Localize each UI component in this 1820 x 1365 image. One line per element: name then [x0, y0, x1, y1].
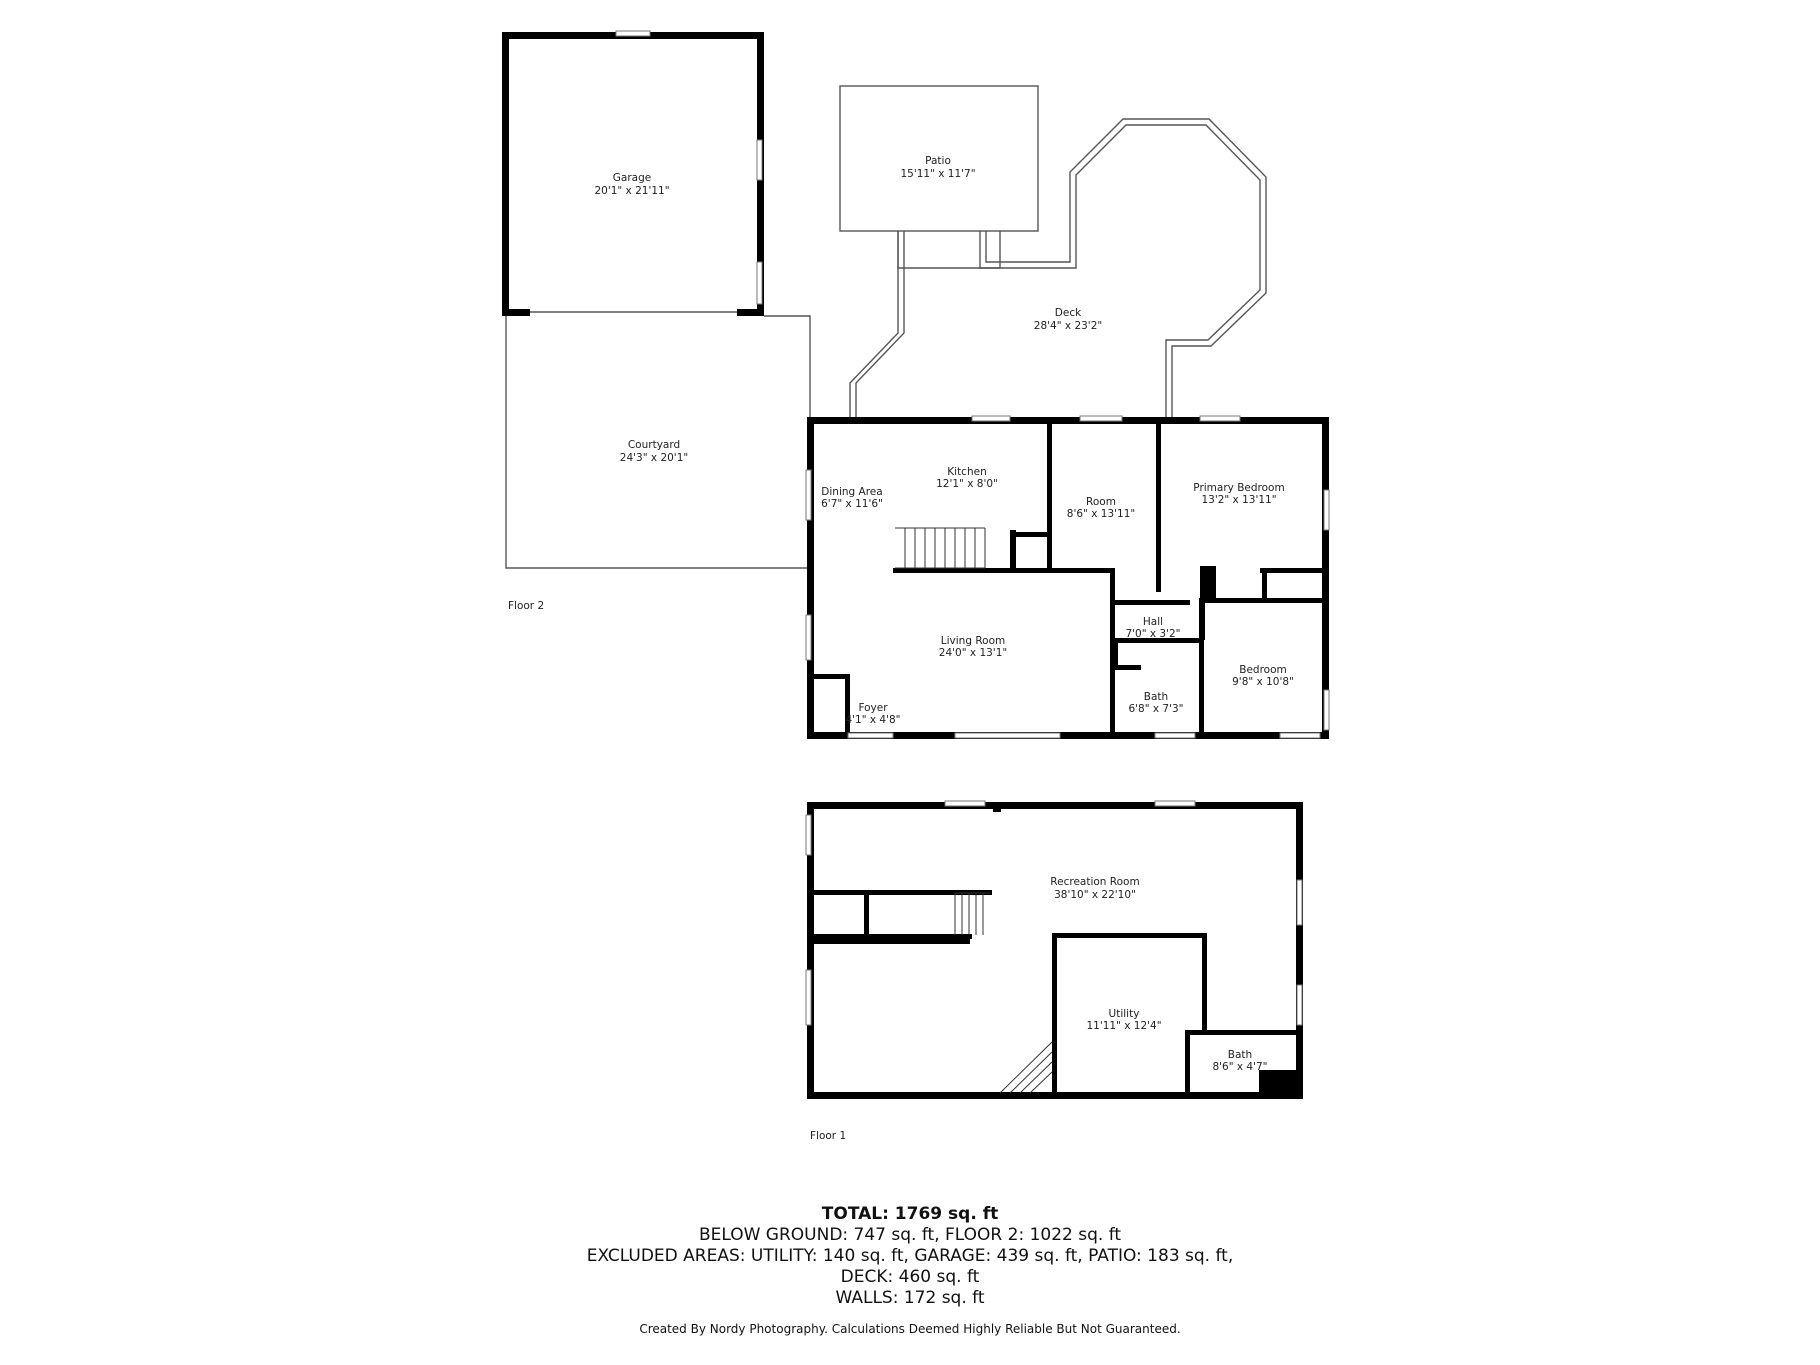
area-line: BELOW GROUND: 747 sq. ft, FLOOR 2: 1022 … — [698, 1225, 1122, 1245]
room-name: Bath — [1144, 691, 1168, 703]
area-line: WALLS: 172 sq. ft — [835, 1288, 985, 1308]
floor2-stairs — [895, 527, 986, 569]
room-dims: 8'6" x 4'7" — [1212, 1061, 1267, 1073]
floor1-stairs — [954, 892, 1053, 1094]
floor-1-plan: Recreation Room 38'10" x 22'10" Utility … — [805, 800, 1303, 1142]
floor1-room-labels: Recreation Room 38'10" x 22'10" Utility … — [810, 876, 1268, 1142]
room-dims: 7'0" x 3'2" — [1125, 628, 1180, 640]
room-dims: 24'0" x 13'1" — [939, 647, 1007, 659]
house-floor2-walls — [805, 415, 1330, 739]
room-name: Recreation Room — [1050, 876, 1139, 888]
disclaimer: Created By Nordy Photography. Calculatio… — [639, 1322, 1181, 1336]
room-dims: 6'8" x 7'3" — [1128, 703, 1183, 715]
room-dims: 11'11" x 12'4" — [1086, 1020, 1161, 1032]
room-name: Garage — [613, 172, 651, 184]
area-line: EXCLUDED AREAS: UTILITY: 140 sq. ft, GAR… — [586, 1246, 1234, 1266]
room-dims: 38'10" x 22'10" — [1054, 889, 1136, 901]
room-name: Foyer — [858, 702, 888, 714]
total-area: TOTAL: 1769 sq. ft — [821, 1204, 999, 1224]
room-name: Bath — [1228, 1049, 1252, 1061]
room-name: Deck — [1055, 307, 1082, 319]
room-name: Kitchen — [947, 466, 986, 478]
room-dims: 20'1" x 21'11" — [594, 185, 669, 197]
room-name: Utility — [1109, 1008, 1140, 1020]
room-dims: 24'3" x 20'1" — [620, 452, 688, 464]
house-floor1-walls — [805, 800, 1303, 1099]
room-dims: 12'1" x 8'0" — [936, 478, 998, 490]
deck-outline-inner-right — [985, 118, 1267, 420]
room-name: Patio — [925, 155, 951, 167]
room-name: Bedroom — [1239, 664, 1287, 676]
room-dims: 8'6" x 13'11" — [1067, 508, 1135, 520]
floor-label: Floor 2 — [508, 600, 544, 612]
deck-outline-left — [849, 231, 899, 420]
deck-outline-inner — [855, 231, 905, 420]
deck-outline — [897, 231, 1001, 269]
floor2-room-labels: Garage 20'1" x 21'11" Patio 15'11" x 11'… — [508, 155, 1294, 726]
room-dims: 6'7" x 11'6" — [821, 498, 883, 510]
area-line: DECK: 460 sq. ft — [840, 1267, 980, 1287]
patio-outline — [839, 85, 1039, 232]
room-name: Dining Area — [821, 486, 882, 498]
room-name: Courtyard — [628, 439, 680, 451]
deck-outline-main — [979, 124, 1261, 420]
room-name: Primary Bedroom — [1193, 482, 1284, 494]
room-dims: 9'8" x 10'8" — [1232, 676, 1294, 688]
room-dims: 13'2" x 13'11" — [1201, 494, 1276, 506]
area-summary: TOTAL: 1769 sq. ft BELOW GROUND: 747 sq.… — [0, 1204, 1820, 1309]
room-name: Room — [1086, 496, 1116, 508]
floor-label: Floor 1 — [810, 1130, 846, 1142]
room-dims: 15'11" x 11'7" — [900, 168, 975, 180]
floor-2-plan: Garage 20'1" x 21'11" Patio 15'11" x 11'… — [502, 30, 1330, 739]
room-dims: 4'1" x 4'8" — [845, 714, 900, 726]
garage-walls — [502, 30, 764, 316]
room-name: Living Room — [941, 635, 1005, 647]
room-name: Hall — [1143, 616, 1163, 628]
room-dims: 28'4" x 23'2" — [1034, 320, 1102, 332]
